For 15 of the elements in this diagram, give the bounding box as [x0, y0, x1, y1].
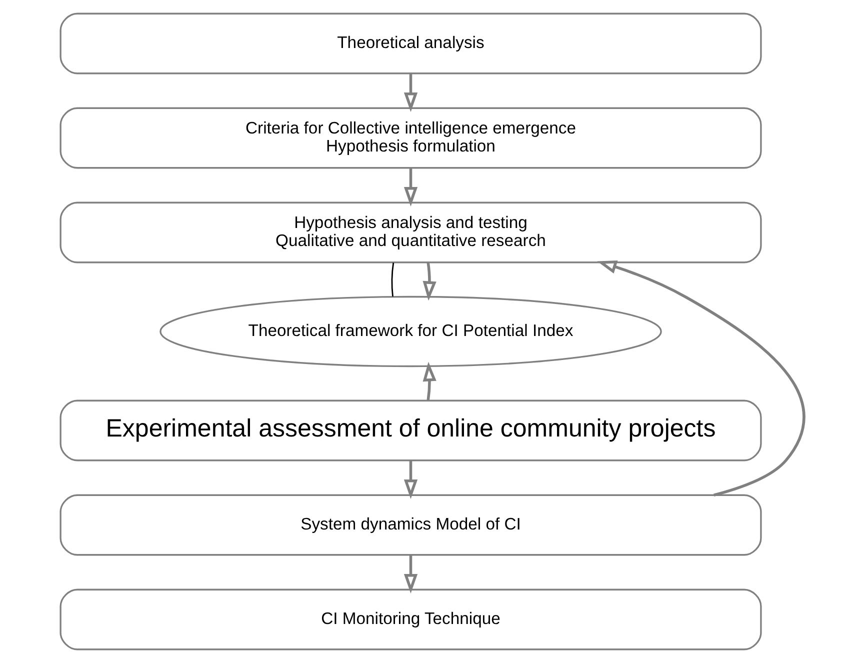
arrow: [422, 362, 436, 400]
arrow: [404, 554, 418, 594]
node-box: Experimental assessment of online community projects: [60, 400, 762, 462]
arrow: [404, 73, 418, 112]
node-box: Criteria for Collective intelligence emergence Hypothesis formulation: [60, 107, 762, 169]
arrow: [404, 460, 418, 499]
node-box: Theoretical analysis: [60, 12, 762, 74]
arrow: [597, 260, 806, 496]
arrow: [422, 262, 436, 301]
node-ellipse: Theoretical framework for CI Potential Index: [160, 296, 662, 368]
node-box: System dynamics Model of CI: [60, 494, 762, 556]
node-box: Hypothesis analysis and testing Qualitative and quantitative research: [60, 202, 762, 264]
connector: [391, 262, 394, 297]
node-box: CI Monitoring Technique: [60, 588, 762, 650]
arrow: [404, 168, 418, 206]
